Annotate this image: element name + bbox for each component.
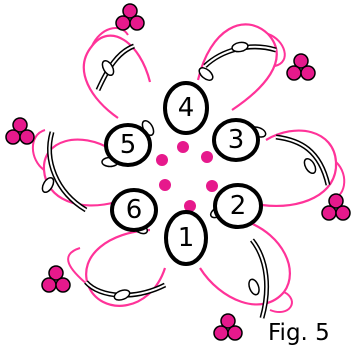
center-bead-1 bbox=[177, 141, 189, 153]
bead-cluster-2-bead-2 bbox=[214, 326, 228, 340]
center-bead-4 bbox=[159, 179, 171, 191]
ring-label-3: 3 bbox=[228, 125, 245, 155]
bead-layer bbox=[6, 4, 350, 340]
outer-loop-1 bbox=[68, 248, 88, 285]
ring-label-1: 1 bbox=[178, 223, 195, 253]
petal-loop-2 bbox=[200, 222, 290, 304]
figure-caption: Fig. 5 bbox=[268, 320, 330, 346]
ring-label-5: 5 bbox=[120, 130, 137, 160]
bead-cluster-4-bead-2 bbox=[287, 66, 301, 80]
bead-cluster-5-bead-2 bbox=[116, 16, 130, 30]
picot-4 bbox=[231, 41, 248, 53]
ring-label-2: 2 bbox=[230, 191, 247, 221]
center-bead-6 bbox=[206, 180, 218, 192]
bead-cluster-3-bead-2 bbox=[322, 206, 336, 220]
bead-cluster-6-bead-2 bbox=[6, 130, 20, 144]
petal-loop-4 bbox=[198, 24, 277, 110]
bead-cluster-2-bead-3 bbox=[228, 326, 242, 340]
picot-2 bbox=[247, 278, 261, 296]
ring-label-6: 6 bbox=[126, 195, 143, 225]
chain-6 bbox=[50, 132, 86, 210]
ring-layer: 1 2 3 4 5 6 bbox=[106, 83, 261, 264]
petal-loop-5 bbox=[84, 36, 150, 118]
center-bead-3 bbox=[156, 154, 168, 166]
picot-10 bbox=[197, 65, 215, 82]
bead-cluster-5-bead-3 bbox=[130, 16, 144, 30]
bead-cluster-6-bead-3 bbox=[20, 130, 34, 144]
bead-cluster-3-bead-3 bbox=[336, 206, 350, 220]
bead-cluster-1-bead-2 bbox=[42, 278, 56, 292]
center-bead-2 bbox=[201, 151, 213, 163]
bead-cluster-1-bead-3 bbox=[56, 278, 70, 292]
bead-cluster-4-bead-3 bbox=[301, 66, 315, 80]
ring-label-4: 4 bbox=[178, 93, 195, 123]
picot-1 bbox=[113, 288, 131, 302]
